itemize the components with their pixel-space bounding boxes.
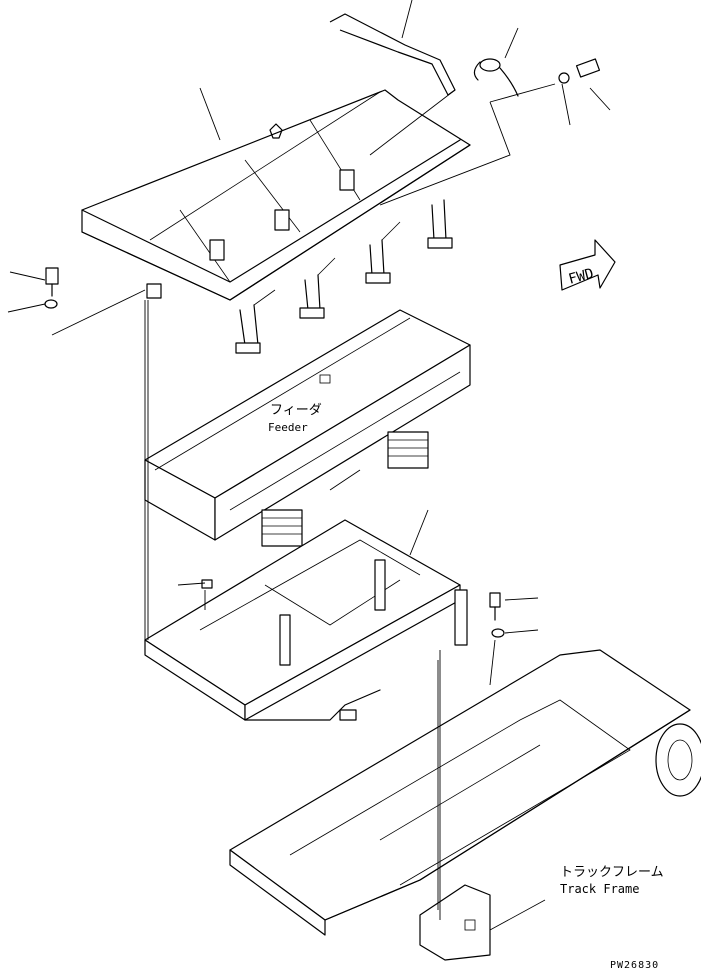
track-frame-label-en: Track Frame (560, 882, 639, 896)
drawing-code: PW26830 (610, 960, 659, 971)
track-frame-label-jp: トラックフレーム (560, 865, 664, 880)
feeder-springs (261, 431, 429, 547)
hopper (81, 89, 471, 354)
right-fasteners (201, 579, 505, 638)
feeder-label-jp: フィーダ (270, 403, 322, 418)
feeder: フィーダ Feeder (144, 309, 471, 547)
track-frame: トラックフレーム Track Frame (229, 649, 701, 961)
sub-frame (144, 519, 468, 721)
feeder-label-en: Feeder (268, 421, 308, 434)
left-fasteners (44, 267, 59, 309)
fwd-arrow: FWD (559, 239, 616, 291)
fwd-label: FWD (567, 266, 596, 288)
leader-lines (7, 0, 611, 920)
rod-and-pin-parts (329, 13, 601, 97)
